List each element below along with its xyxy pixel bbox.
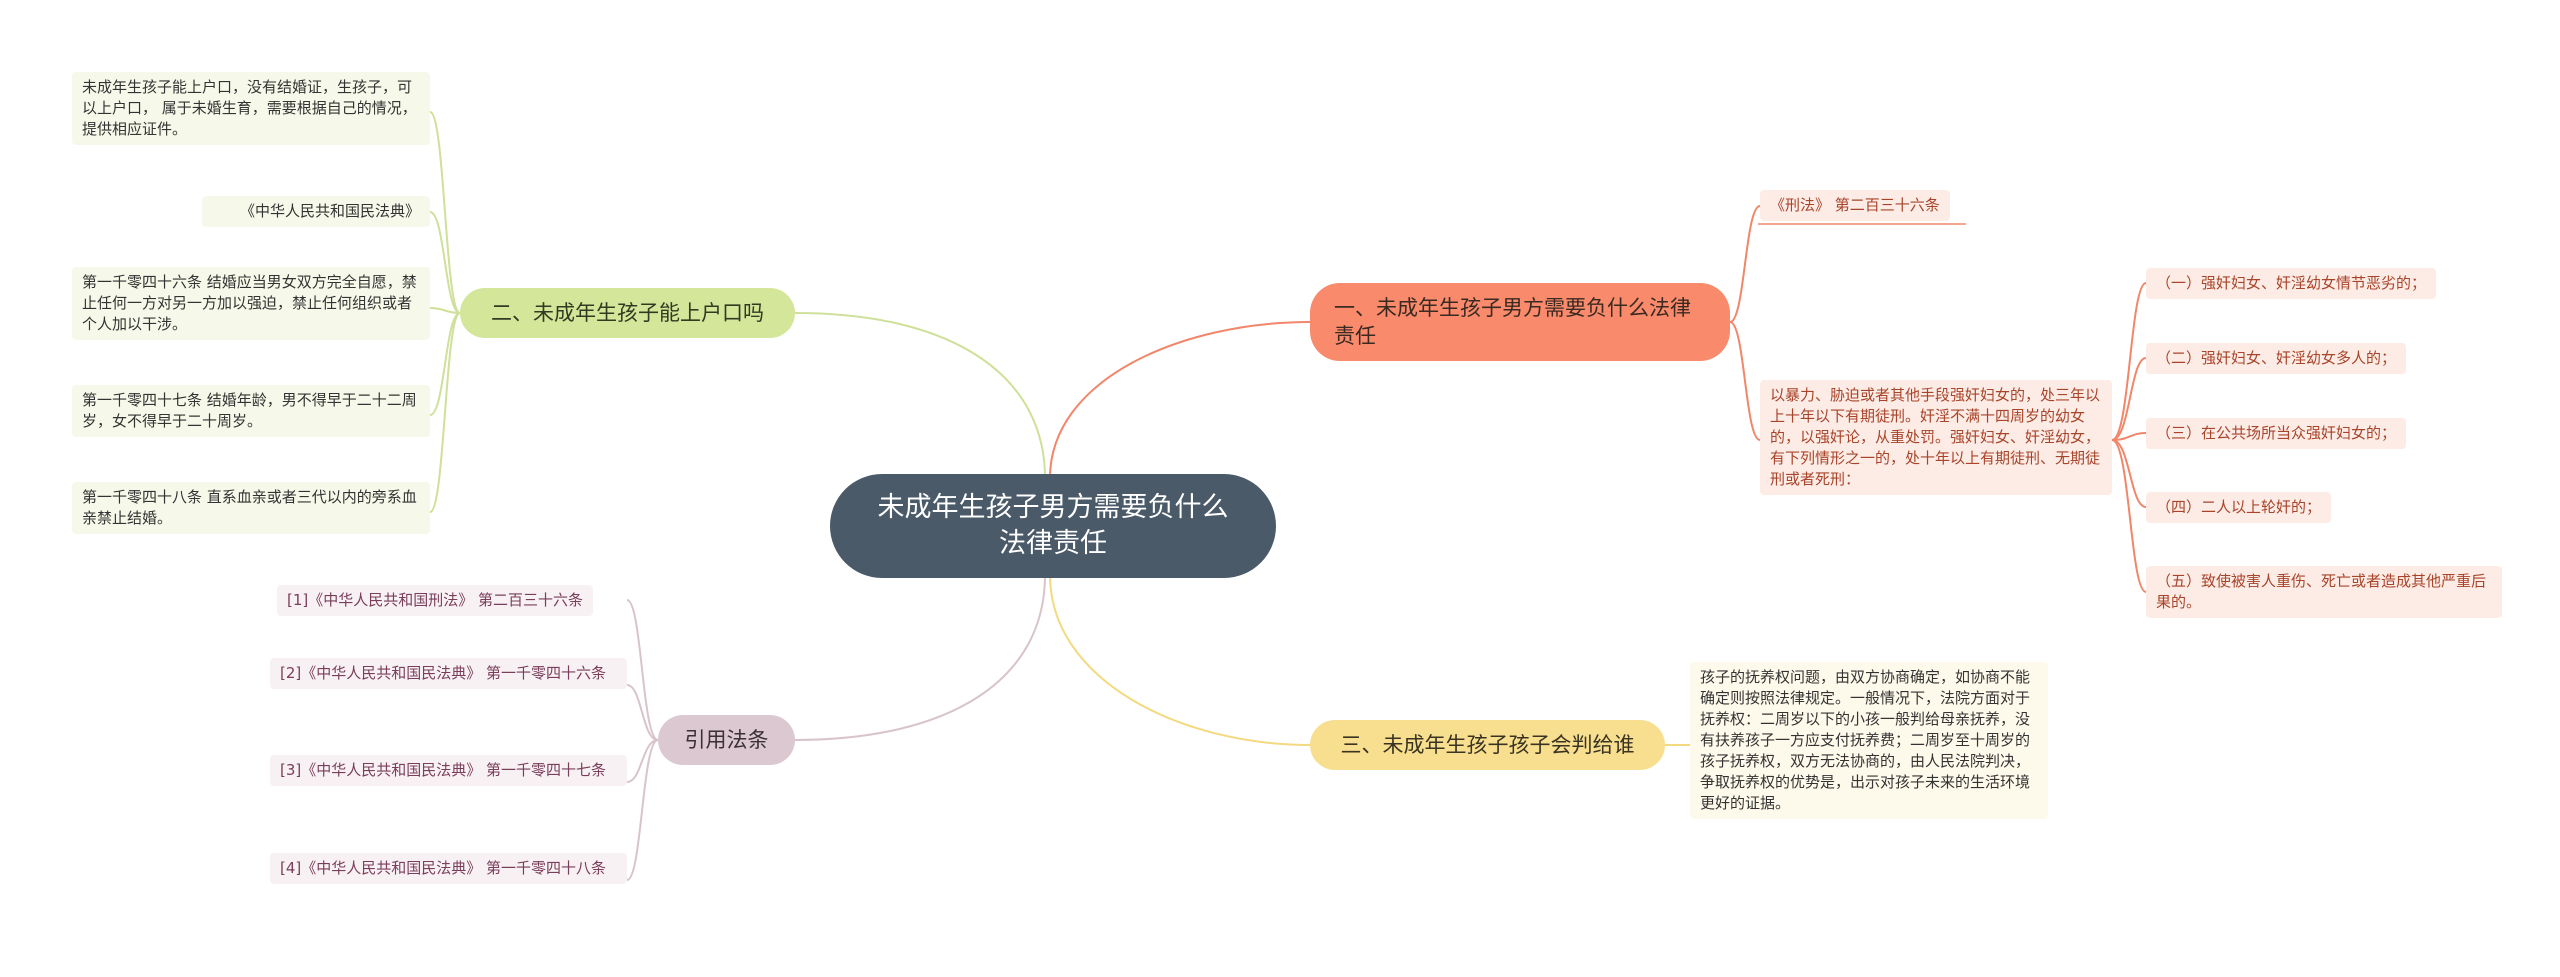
link-branch4-leaf1 bbox=[626, 599, 659, 741]
branch-cited-laws[interactable]: 引用法条 bbox=[658, 715, 795, 765]
leaf-citation-3[interactable]: [3]《中华人民共和国民法典》 第一千零四十七条 bbox=[270, 755, 627, 786]
link-branch2-leaf3 bbox=[429, 307, 461, 314]
leaf-citation-4[interactable]: [4]《中华人民共和国民法典》 第一千零四十八条 bbox=[270, 853, 627, 884]
leaf-circumstance-4[interactable]: （四）二人以上轮奸的； bbox=[2146, 492, 2332, 523]
link-sub-3 bbox=[2111, 432, 2147, 441]
link-branch1-leaf1 bbox=[1729, 205, 1761, 323]
leaf-article-1048[interactable]: 第一千零四十八条 直系血亲或者三代以内的旁系血亲禁止结婚。 bbox=[72, 482, 430, 534]
link-sub-5 bbox=[2111, 439, 2147, 593]
leaf-civil-code[interactable]: 《中华人民共和国民法典》 bbox=[202, 196, 430, 227]
branch-child-custody-label: 三、未成年生孩子孩子会判给谁 bbox=[1340, 733, 1635, 757]
link-sub-2 bbox=[2111, 357, 2147, 441]
leaf-citation-2[interactable]: [2]《中华人民共和国民法典》 第一千零四十六条 bbox=[270, 658, 627, 689]
root-topic[interactable]: 未成年生孩子男方需要负什么法律责任 bbox=[830, 474, 1276, 578]
branch-child-custody[interactable]: 三、未成年生孩子孩子会判给谁 bbox=[1310, 720, 1665, 770]
link-branch1-leaf2 bbox=[1729, 321, 1761, 441]
link-branch2-leaf1 bbox=[429, 111, 461, 314]
link-branch4-leaf2 bbox=[626, 684, 659, 741]
leaf-circumstance-2[interactable]: （二）强奸妇女、奸淫幼女多人的； bbox=[2146, 343, 2407, 374]
branch-legal-liability-label: 一、未成年生孩子男方需要负什么法律责任 bbox=[1334, 296, 1691, 348]
link-branch2-leaf4 bbox=[429, 312, 461, 416]
leaf-criminal-law-236[interactable]: 《刑法》 第二百三十六条 bbox=[1760, 190, 1950, 221]
leaf-registration-answer[interactable]: 未成年生孩子能上户口，没有结婚证，生孩子，可以上户口， 属于未婚生育，需要根据自… bbox=[72, 72, 430, 145]
link-branch4-leaf3 bbox=[626, 739, 659, 783]
link-branch4-leaf4 bbox=[626, 739, 659, 881]
leaf-circumstance-3[interactable]: （三）在公共场所当众强奸妇女的； bbox=[2146, 418, 2407, 449]
leaf-article-1047[interactable]: 第一千零四十七条 结婚年龄，男不得早于二十二周岁，女不得早于二十周岁。 bbox=[72, 385, 430, 437]
link-root-branch1 bbox=[1049, 321, 1311, 479]
root-topic-label: 未成年生孩子男方需要负什么法律责任 bbox=[877, 492, 1229, 559]
link-sub-1 bbox=[2111, 282, 2147, 441]
leaf-circumstance-1[interactable]: （一）强奸妇女、奸淫幼女情节恶劣的； bbox=[2146, 268, 2437, 299]
link-sub-4 bbox=[2111, 439, 2147, 508]
branch-legal-liability[interactable]: 一、未成年生孩子男方需要负什么法律责任 bbox=[1310, 283, 1730, 361]
link-branch2-leaf2 bbox=[429, 211, 461, 314]
leaf-citation-1[interactable]: [1]《中华人民共和国刑法》 第二百三十六条 bbox=[277, 585, 594, 616]
link-root-branch2 bbox=[794, 312, 1046, 479]
leaf-circumstance-5[interactable]: （五）致使被害人重伤、死亡或者造成其他严重后果的。 bbox=[2146, 566, 2502, 618]
branch-household-registration[interactable]: 二、未成年生孩子能上户口吗 bbox=[460, 288, 795, 338]
branch-cited-laws-label: 引用法条 bbox=[684, 728, 769, 752]
leaf-article-1046[interactable]: 第一千零四十六条 结婚应当男女双方完全自愿，禁止任何一方对另一方加以强迫，禁止任… bbox=[72, 267, 430, 340]
leaf-custody-explanation[interactable]: 孩子的抚养权问题，由双方协商确定，如协商不能确定则按照法律规定。一般情况下，法院… bbox=[1690, 662, 2048, 819]
link-root-branch4 bbox=[794, 574, 1046, 741]
branch-household-registration-label: 二、未成年生孩子能上户口吗 bbox=[491, 301, 764, 325]
link-branch2-leaf5 bbox=[429, 312, 461, 513]
link-root-branch3 bbox=[1049, 574, 1311, 746]
leaf-rape-provision[interactable]: 以暴力、胁迫或者其他手段强奸妇女的，处三年以上十年以下有期徒刑。奸淫不满十四周岁… bbox=[1760, 380, 2112, 495]
